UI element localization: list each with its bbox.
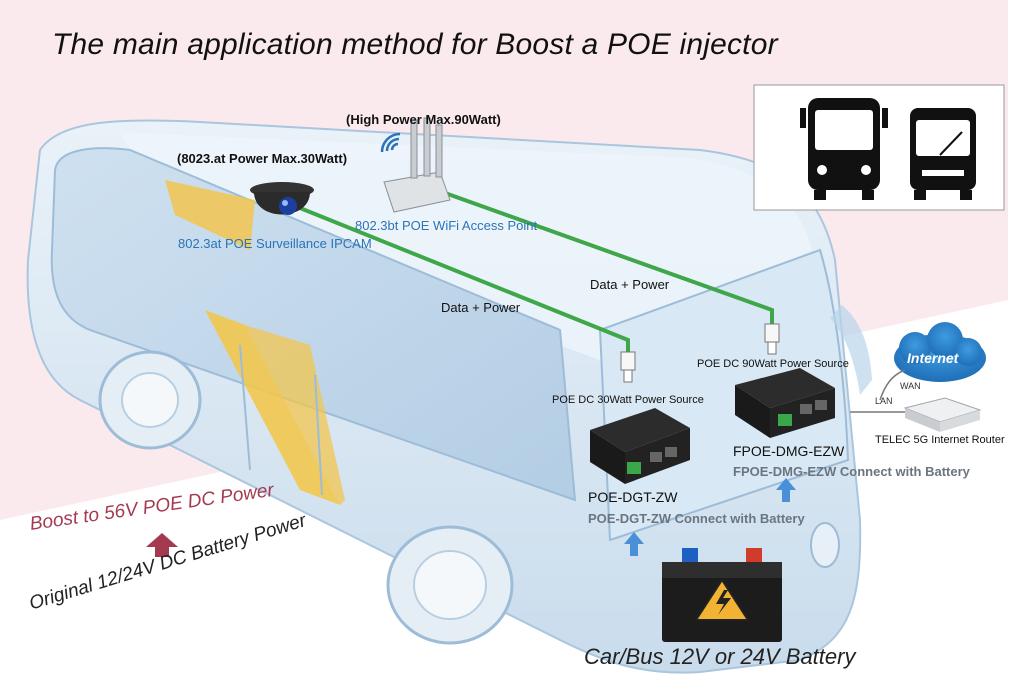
access-point-name: 802.3bt POE WiFi Access Point bbox=[355, 218, 538, 233]
router-icon bbox=[903, 397, 982, 432]
poe-injector-90w-device bbox=[735, 368, 835, 438]
network-links bbox=[850, 369, 906, 413]
injector-30w-battery-note: POE-DGT-ZW Connect with Battery bbox=[588, 511, 805, 526]
injector-90w-battery-note: FPOE-DMG-EZW Connect with Battery bbox=[733, 464, 970, 479]
signal-beam bbox=[830, 305, 872, 395]
rj45-connector-2 bbox=[764, 323, 780, 355]
data-power-label-1: Data + Power bbox=[441, 300, 521, 315]
battery-label: Car/Bus 12V or 24V Battery bbox=[584, 644, 856, 669]
internet-label: Internet bbox=[907, 350, 959, 366]
wifi-signal-icon bbox=[380, 132, 401, 153]
router-name: TELEC 5G Internet Router bbox=[875, 434, 1005, 446]
injector-90w-model: FPOE-DMG-EZW bbox=[733, 443, 845, 459]
bus-icons-panel bbox=[753, 84, 1005, 211]
injector-30w-model: POE-DGT-ZW bbox=[588, 489, 678, 505]
injector-90w-source-label: POE DC 90Watt Power Source bbox=[697, 358, 849, 370]
bus-front-icon bbox=[800, 98, 888, 200]
internet-cloud-icon bbox=[894, 322, 986, 382]
ip-camera-icon bbox=[250, 182, 314, 215]
diagram-title: The main application method for Boost a … bbox=[52, 28, 778, 61]
trolleybus-icon bbox=[910, 108, 976, 200]
boost-arrow-icon bbox=[146, 533, 178, 557]
access-point-power-label: (High Power Max.90Watt) bbox=[346, 112, 501, 127]
battery-icon bbox=[662, 548, 782, 642]
injector-30w-source-label: POE DC 30Watt Power Source bbox=[552, 394, 704, 406]
data-power-label-2: Data + Power bbox=[590, 277, 670, 292]
lan-label: LAN bbox=[875, 396, 893, 406]
wifi-access-point-icon bbox=[383, 117, 451, 213]
ipcam-name: 802.3at POE Surveillance IPCAM bbox=[178, 236, 372, 251]
poe-injector-30w-device bbox=[590, 408, 690, 484]
wan-label: WAN bbox=[900, 381, 921, 391]
up-arrow-icon bbox=[624, 478, 796, 556]
ipcam-power-label: (8023.at Power Max.30Watt) bbox=[177, 151, 348, 166]
rj45-connector-1 bbox=[620, 351, 636, 383]
poe-cables bbox=[299, 191, 774, 352]
